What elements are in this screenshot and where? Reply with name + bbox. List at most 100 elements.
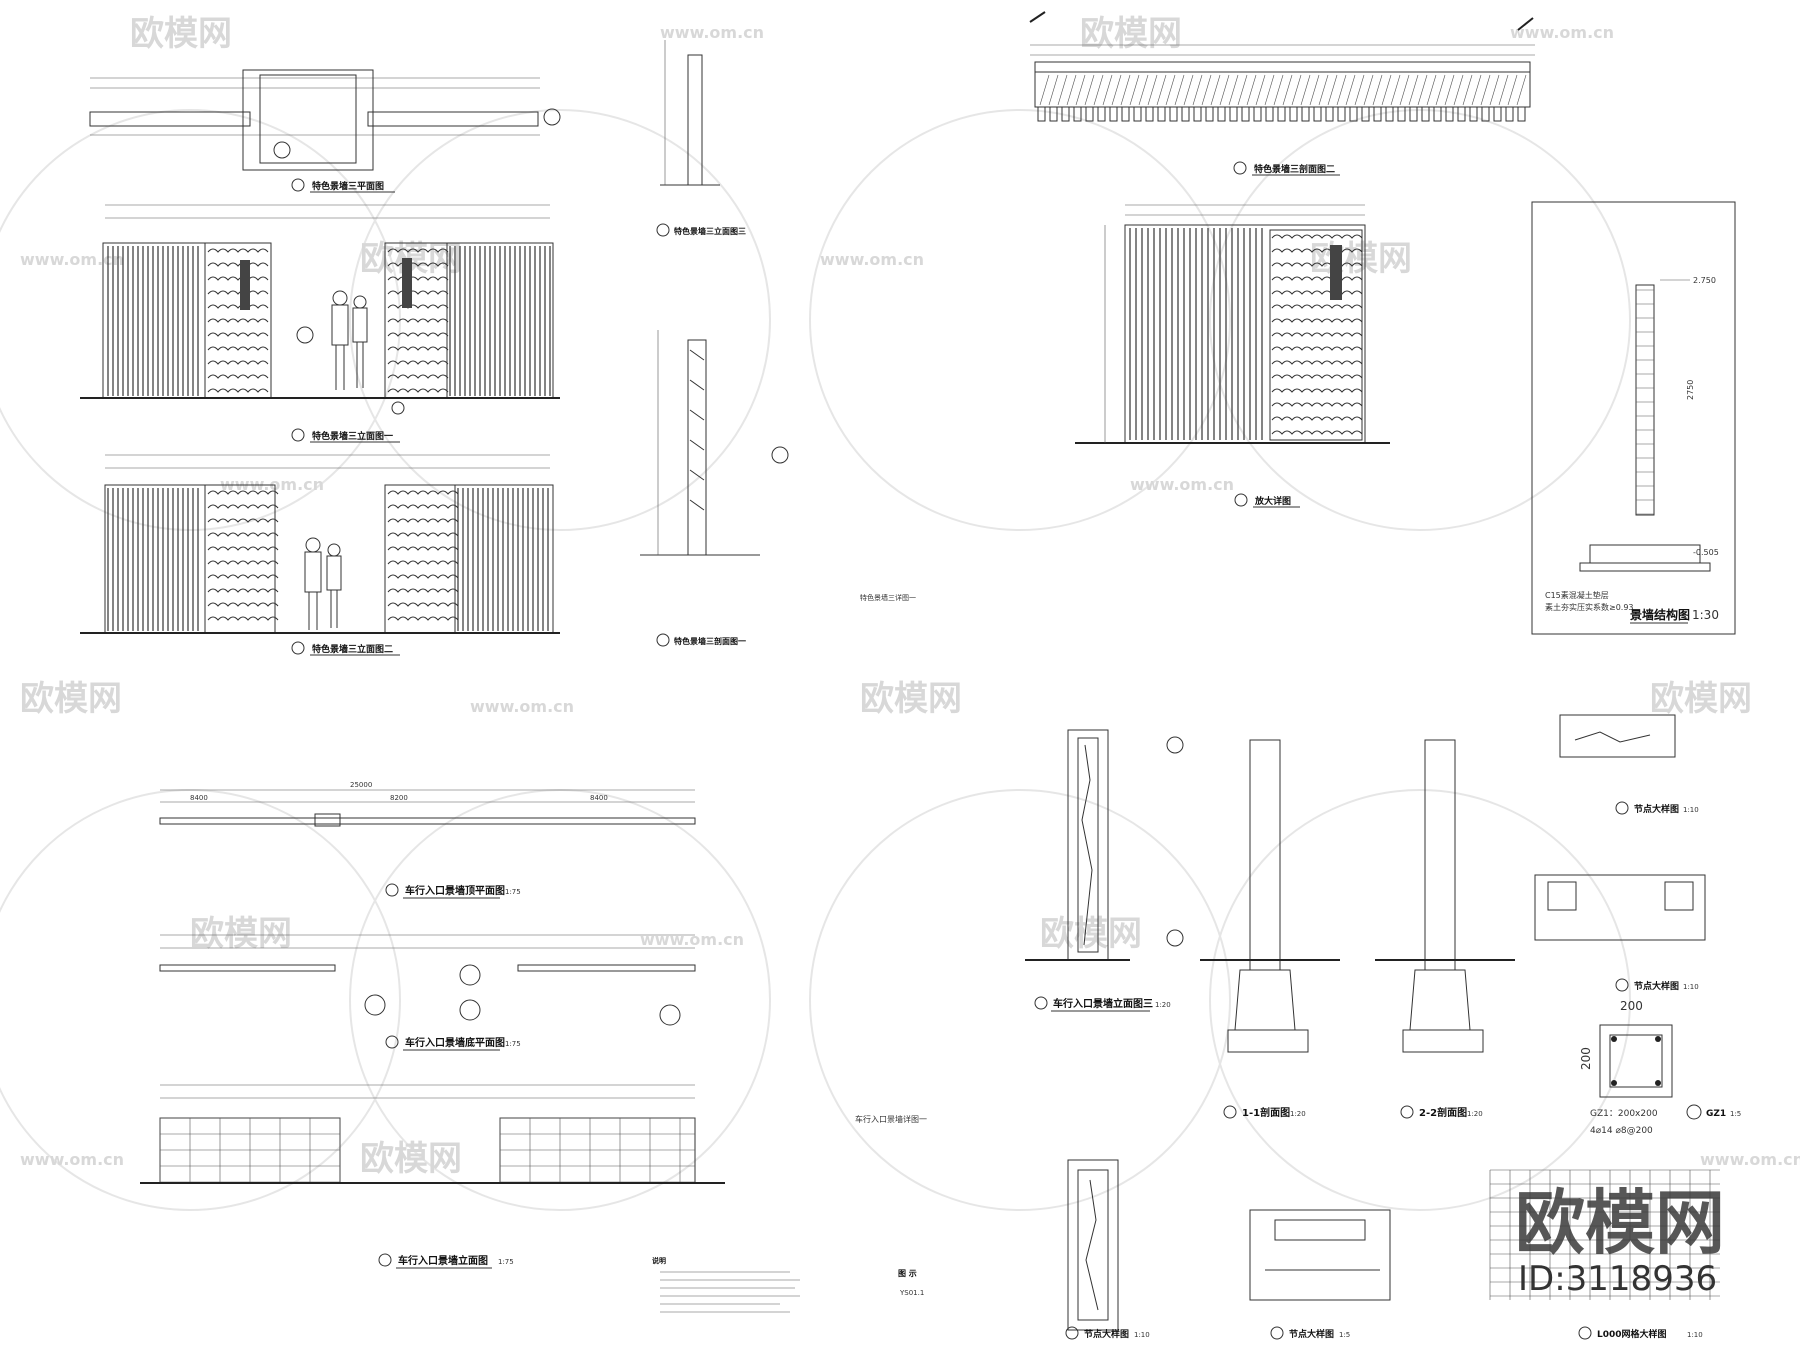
struct-title: 景墙结构图 xyxy=(1630,607,1690,622)
tooth xyxy=(1445,106,1454,122)
hatch-line xyxy=(1192,74,1203,106)
tooth xyxy=(1493,106,1502,122)
tooth xyxy=(1469,106,1478,122)
cloud-line xyxy=(207,276,269,281)
watermark-site: www.om.cn xyxy=(1510,23,1614,42)
elev-title-1: 特色景墙三立面图一 xyxy=(312,430,393,442)
cloud-line xyxy=(387,276,449,281)
scale: 1:75 xyxy=(505,888,521,896)
sheet-no: YS01.1 xyxy=(899,1289,924,1297)
tooth xyxy=(1229,106,1238,122)
elev-title-enlarged: 放大详图 xyxy=(1254,495,1291,507)
watermark-site: www.om.cn xyxy=(640,930,744,949)
hatch-line xyxy=(1327,74,1338,106)
hatch-line xyxy=(1129,74,1140,106)
tooth xyxy=(1481,106,1490,122)
title-6: 节点大样图 xyxy=(1084,1328,1129,1340)
tooth xyxy=(1097,106,1106,122)
scale-7: 1:5 xyxy=(1339,1331,1350,1339)
plaque xyxy=(402,258,412,308)
hatch-line xyxy=(1453,74,1464,106)
hatch-line xyxy=(1444,74,1455,106)
title-4: 节点大样图 xyxy=(1634,803,1679,815)
cloud-line xyxy=(1271,276,1363,281)
cloud-pattern-elev1-right xyxy=(387,248,449,393)
cloud-line xyxy=(387,532,459,537)
tooth xyxy=(1265,106,1274,122)
cloud-line xyxy=(207,318,269,323)
tooth xyxy=(1517,106,1526,122)
tooth xyxy=(1061,106,1070,122)
struct-label: C15素混凝土垫层 xyxy=(1545,590,1609,600)
hatch-line xyxy=(1228,74,1239,106)
tooth xyxy=(1385,106,1394,122)
rebar-stirrups xyxy=(1636,289,1654,515)
tooth xyxy=(1361,106,1370,122)
sheet3: 25000 8400 8200 8400 车行入口景墙顶平面图 1:75 车行入… xyxy=(140,781,927,1313)
hatch-line xyxy=(1363,74,1374,106)
structure-frame xyxy=(1531,201,1736,635)
tooth xyxy=(1145,106,1154,122)
sheet1: 特色景墙三平面图 特色景墙三立面图三 xyxy=(80,40,916,656)
title-7: 节点大样图 xyxy=(1289,1328,1334,1340)
grid-detail xyxy=(1489,1169,1720,1300)
tooth xyxy=(1241,106,1250,122)
hatch-line xyxy=(1039,74,1050,106)
hatch-line xyxy=(1399,74,1410,106)
cloud-line xyxy=(1271,374,1363,379)
watermark-brand: 欧模网 xyxy=(1650,679,1752,719)
cloud-line xyxy=(207,546,279,551)
watermark-site: www.om.cn xyxy=(820,250,924,269)
sheet4: 车行入口景墙立面图三 1:20 1-1剖面图 1:20 2-2剖面图 1:20 … xyxy=(1025,714,1741,1340)
cloud-pattern-elev2-right xyxy=(387,490,459,621)
hatch-line xyxy=(1498,74,1509,106)
title-1: 车行入口景墙立面图三 xyxy=(1053,997,1153,1010)
cloud-line xyxy=(1271,402,1363,407)
cloud-line xyxy=(207,616,279,621)
tooth xyxy=(1121,106,1130,122)
cloud-line xyxy=(1271,234,1363,239)
plan-title: 特色景墙三平面图 xyxy=(312,180,384,192)
cloud-line xyxy=(1271,430,1363,435)
hatch-line xyxy=(1102,74,1113,106)
cloud-line xyxy=(1271,332,1363,337)
tooth xyxy=(1337,106,1346,122)
watermark-brand: 欧模网 xyxy=(860,679,962,719)
hatch-line xyxy=(1165,74,1176,106)
gz-dim: 200 xyxy=(1579,1047,1593,1070)
slats-enlarged xyxy=(1129,228,1263,440)
hatch-line xyxy=(1291,74,1302,106)
sheet2: 特色景墙三剖面图二 放大详图 2.750 2750 -0.505 C15素混凝土… xyxy=(1029,11,1736,635)
scale-1: 1:20 xyxy=(1155,1001,1171,1009)
hatch-line xyxy=(1237,74,1248,106)
hatch-line xyxy=(1138,74,1149,106)
elev-title-2: 特色景墙三立面图二 xyxy=(312,643,393,655)
watermark-site: www.om.cn xyxy=(20,1150,124,1169)
hatch-line xyxy=(1183,74,1194,106)
hatch-line xyxy=(1345,74,1356,106)
elev-title: 车行入口景墙立面图 xyxy=(398,1254,488,1267)
scale-3: 1:20 xyxy=(1467,1110,1483,1118)
hatch-line xyxy=(1300,74,1311,106)
cloud-line xyxy=(1271,248,1363,253)
scale-5: 1:10 xyxy=(1683,983,1699,991)
scale-8: 1:10 xyxy=(1687,1331,1703,1339)
human-figures xyxy=(304,537,342,630)
tooth xyxy=(1217,106,1226,122)
cloud-pattern-elev2-left xyxy=(207,490,279,621)
hatch-line xyxy=(1048,74,1059,106)
title-2: 1-1剖面图 xyxy=(1242,1106,1290,1119)
cloud-line xyxy=(207,518,279,523)
watermark-brand: 欧模网 xyxy=(1080,14,1182,54)
cloud-line xyxy=(387,504,459,509)
tooth xyxy=(1289,106,1298,122)
tooth xyxy=(1049,106,1058,122)
sheet-label: 特色景墙三详图一 xyxy=(860,593,916,602)
cloud-line xyxy=(207,574,279,579)
gz-dim: 200 xyxy=(1620,999,1643,1013)
scale-4: 1:10 xyxy=(1683,806,1699,814)
tooth xyxy=(1157,106,1166,122)
cloud-line xyxy=(207,532,279,537)
watermark-site: www.om.cn xyxy=(1700,1150,1800,1169)
hatch-line xyxy=(1111,74,1122,106)
